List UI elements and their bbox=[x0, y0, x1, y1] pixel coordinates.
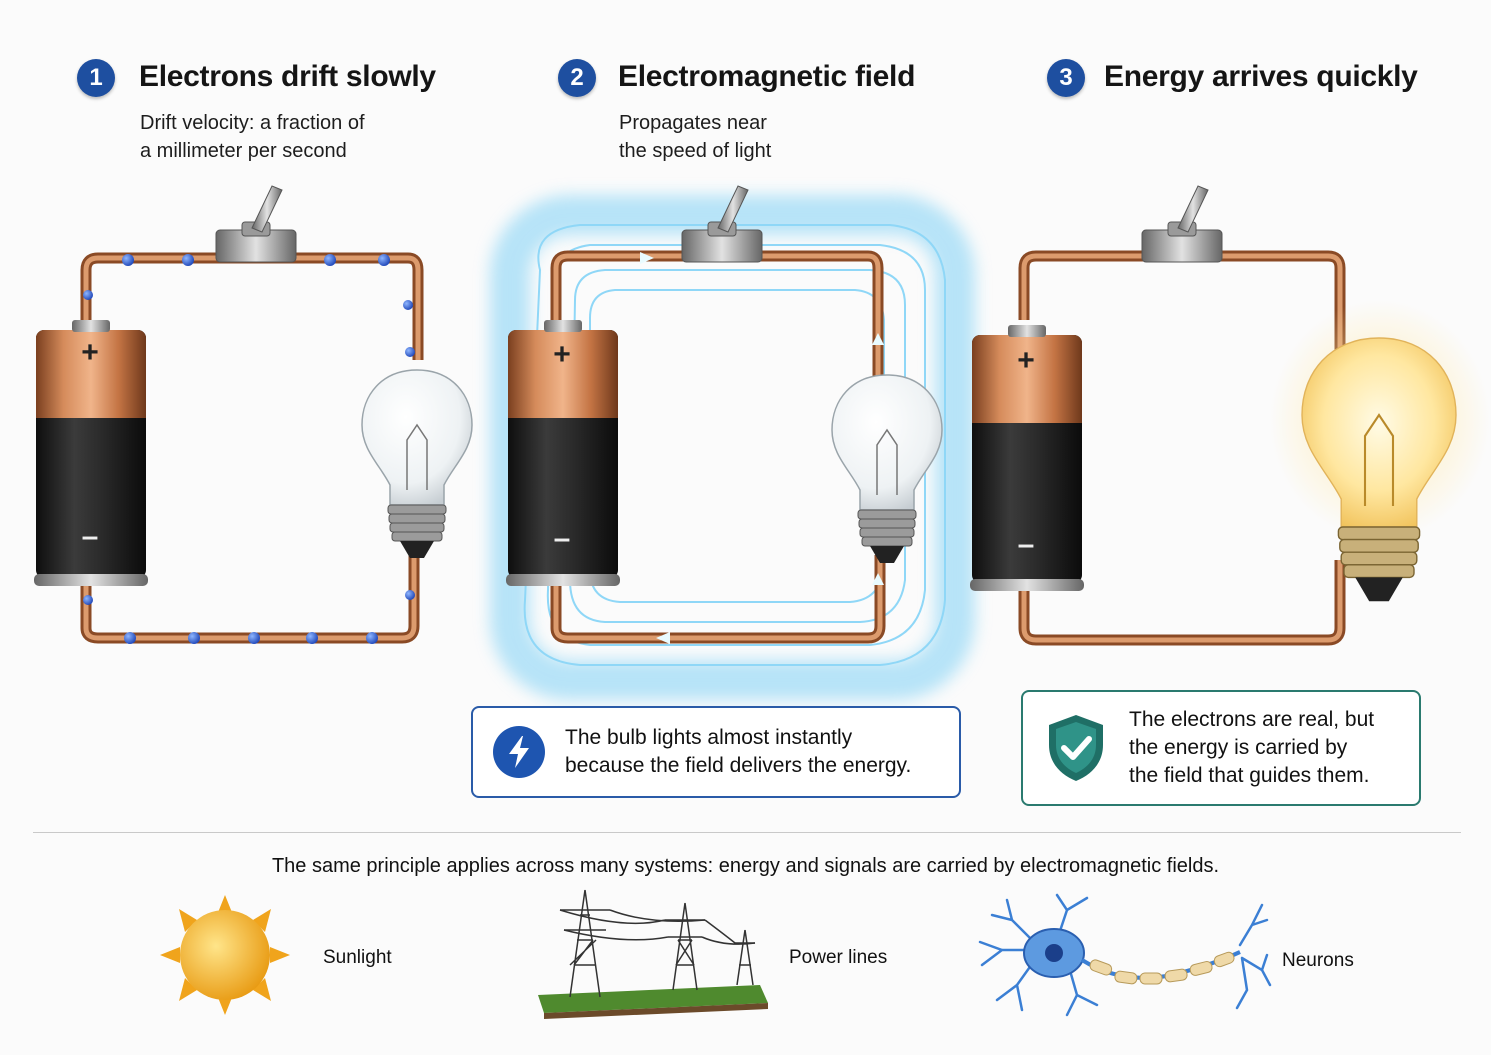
step-2-subtitle-line: Propagates near bbox=[619, 112, 767, 134]
step-3-badge: 3 bbox=[1047, 59, 1085, 97]
field-arrows bbox=[640, 252, 884, 644]
sun-icon bbox=[160, 895, 290, 1015]
power-lines-icon bbox=[538, 889, 768, 1019]
callout-line: the field that guides them. bbox=[1129, 764, 1370, 787]
callout-line: The electrons are real, but bbox=[1129, 708, 1375, 731]
step-2-subtitle-line: the speed of light bbox=[619, 140, 772, 162]
callout-line: because the field delivers the energy. bbox=[565, 754, 912, 777]
bulb-unlit bbox=[361, 369, 473, 558]
battery-minus-symbol: – bbox=[82, 520, 99, 553]
circuit-3-illustration: + – bbox=[970, 185, 1490, 646]
bulb-lit bbox=[1301, 337, 1457, 602]
panel-electromagnetic-field: 2 Electromagnetic field Propagates near … bbox=[470, 0, 975, 820]
example-label-power-lines: Power lines bbox=[789, 947, 888, 968]
panel-electrons-drift: 1 Electrons drift slowly Drift velocity:… bbox=[0, 0, 480, 820]
shield-check-icon bbox=[1049, 715, 1103, 781]
example-label-neurons: Neurons bbox=[1282, 950, 1354, 971]
callout-line: The bulb lights almost instantly bbox=[565, 726, 853, 749]
step-2-title: Electromagnetic field bbox=[618, 60, 916, 93]
example-label-sunlight: Sunlight bbox=[323, 947, 392, 968]
circuit-1-illustration: + – bbox=[34, 185, 473, 644]
step-1-subtitle: Drift velocity: a fraction of a millimet… bbox=[140, 109, 440, 165]
step-1-badge: 1 bbox=[77, 59, 115, 97]
step-2-subtitle: Propagates near the speed of light bbox=[619, 109, 919, 165]
electrons bbox=[83, 254, 415, 644]
section-divider bbox=[33, 832, 1461, 833]
principle-statement: The same principle applies across many s… bbox=[271, 855, 1220, 877]
step-2-badge: 2 bbox=[558, 59, 596, 97]
neuron-icon bbox=[978, 893, 1272, 1017]
callout-line: the energy is carried by bbox=[1129, 736, 1348, 759]
battery-minus-symbol: – bbox=[1018, 528, 1035, 561]
step-1-subtitle-line: Drift velocity: a fraction of bbox=[140, 112, 365, 134]
step-1-title: Electrons drift slowly bbox=[139, 60, 436, 93]
circuit-2-illustration: + – bbox=[490, 185, 975, 700]
bulb-unlit bbox=[831, 374, 943, 563]
battery-plus-symbol: + bbox=[81, 336, 99, 369]
lightning-bolt-icon bbox=[493, 726, 545, 778]
battery-plus-symbol: + bbox=[553, 338, 571, 371]
panel-energy-arrives: 3 Energy arrives quickly + – bbox=[950, 0, 1491, 820]
battery-plus-symbol: + bbox=[1017, 344, 1035, 377]
callout-field-delivers-energy: The bulb lights almost instantly because… bbox=[471, 706, 961, 798]
step-1-subtitle-line: a millimeter per second bbox=[140, 140, 347, 162]
battery-minus-symbol: – bbox=[554, 522, 571, 555]
callout-energy-carried-by-field: The electrons are real, but the energy i… bbox=[1021, 690, 1421, 806]
step-3-title: Energy arrives quickly bbox=[1104, 60, 1418, 93]
